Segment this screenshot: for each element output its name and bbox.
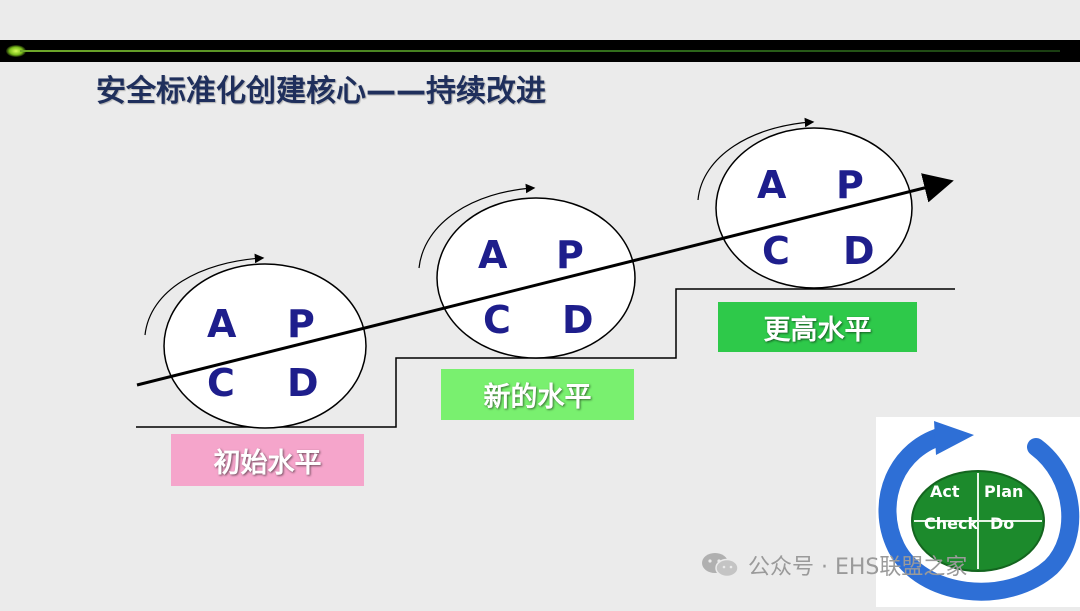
letter-check: C xyxy=(762,229,790,273)
rotation-arrow-1 xyxy=(144,253,265,336)
level-label-new: 新的水平 xyxy=(441,369,634,420)
level-label-initial: 初始水平 xyxy=(171,434,364,486)
pdca-circle-1: A P C D xyxy=(144,253,367,429)
letter-do: D xyxy=(562,298,594,342)
wechat-icon xyxy=(702,553,739,578)
logo-plan: Plan xyxy=(984,482,1023,501)
letter-act: A xyxy=(207,302,237,346)
logo-do: Do xyxy=(990,514,1014,533)
rotation-arrow-2 xyxy=(418,183,536,269)
letter-check: C xyxy=(483,298,511,342)
logo-ring-icon xyxy=(878,426,1080,601)
letter-do: D xyxy=(843,229,875,273)
top-bar-line xyxy=(20,50,1060,52)
pdca-logo-graphic: Act Plan Check Do xyxy=(878,421,1080,601)
logo-ring-arrowhead-icon xyxy=(934,421,974,455)
letter-plan: P xyxy=(556,233,584,277)
logo-act: Act xyxy=(930,482,960,501)
letter-do: D xyxy=(287,361,319,405)
letter-check: C xyxy=(207,361,235,405)
letter-plan: P xyxy=(836,163,864,207)
top-bar xyxy=(0,40,1080,62)
letter-act: A xyxy=(478,233,508,277)
top-bar-glow xyxy=(6,45,26,57)
letter-plan: P xyxy=(287,302,315,346)
rotation-arrow-3 xyxy=(697,117,815,201)
pdca-circle-2: A P C D xyxy=(418,183,636,359)
watermark-text: 公众号 · EHS联盟之家 xyxy=(748,555,968,580)
logo-check: Check xyxy=(924,514,978,533)
watermark: 公众号 · EHS联盟之家 xyxy=(700,548,967,582)
pdca-cycle-logo: Act Plan Check Do xyxy=(876,417,1080,607)
letter-act: A xyxy=(757,163,787,207)
slide-title: 安全标准化创建核心——持续改进 xyxy=(96,74,546,109)
level-label-higher: 更高水平 xyxy=(718,302,917,352)
trend-arrow xyxy=(136,173,954,387)
pdca-circle-3: A P C D xyxy=(697,117,913,289)
